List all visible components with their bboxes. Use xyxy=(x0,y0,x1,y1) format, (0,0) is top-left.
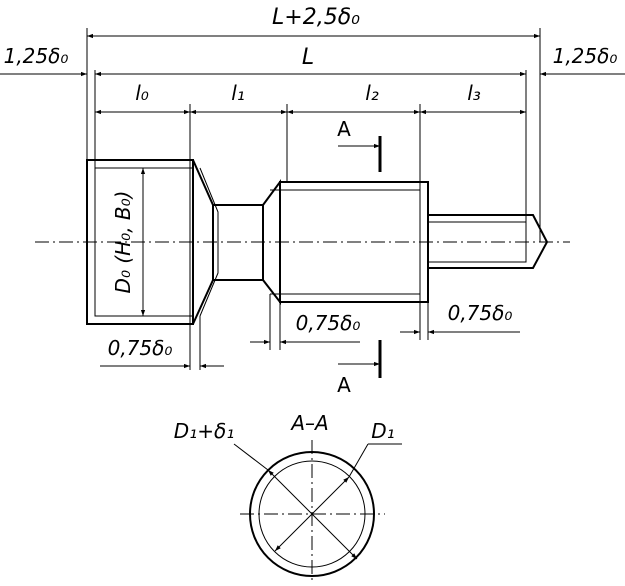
label-body-allowance: 0,75δ₀ xyxy=(296,311,361,335)
section-mark-top xyxy=(338,136,382,172)
dim-line-inner-diameter xyxy=(274,476,350,552)
leader-outer-diameter xyxy=(233,443,269,471)
label-l3: l₃ xyxy=(467,81,481,105)
label-l1: l₁ xyxy=(231,81,245,105)
label-l0: l₀ xyxy=(135,81,149,105)
label-left-allowance: 1,25δ₀ xyxy=(4,44,69,68)
label-outer-diameter: D₁+δ₁ xyxy=(174,419,234,443)
section-outer-circle xyxy=(249,451,375,577)
label-head-allowance: 0,75δ₀ xyxy=(108,336,173,360)
label-l2: l₂ xyxy=(365,81,379,105)
label-total-length: L+2,5δ₀ xyxy=(272,5,360,30)
taper-allowance-contour xyxy=(199,167,219,317)
label-section-marker-bottom: A xyxy=(337,373,351,397)
label-right-allowance: 1,25δ₀ xyxy=(553,44,618,68)
leader-inner-diameter xyxy=(348,443,369,478)
section-mark-bottom xyxy=(338,340,382,378)
label-section-title: A–A xyxy=(289,411,328,435)
label-inner-diameter: D₁ xyxy=(371,419,394,443)
label-length: L xyxy=(302,45,314,70)
label-section-marker-top: A xyxy=(337,117,351,141)
label-head-diameter: D₀ (H₀, B₀) xyxy=(111,191,135,294)
label-tip-allowance: 0,75δ₀ xyxy=(448,301,513,325)
section-inner-circle xyxy=(258,460,366,568)
tip-shank xyxy=(427,214,549,269)
section-view xyxy=(233,443,402,577)
